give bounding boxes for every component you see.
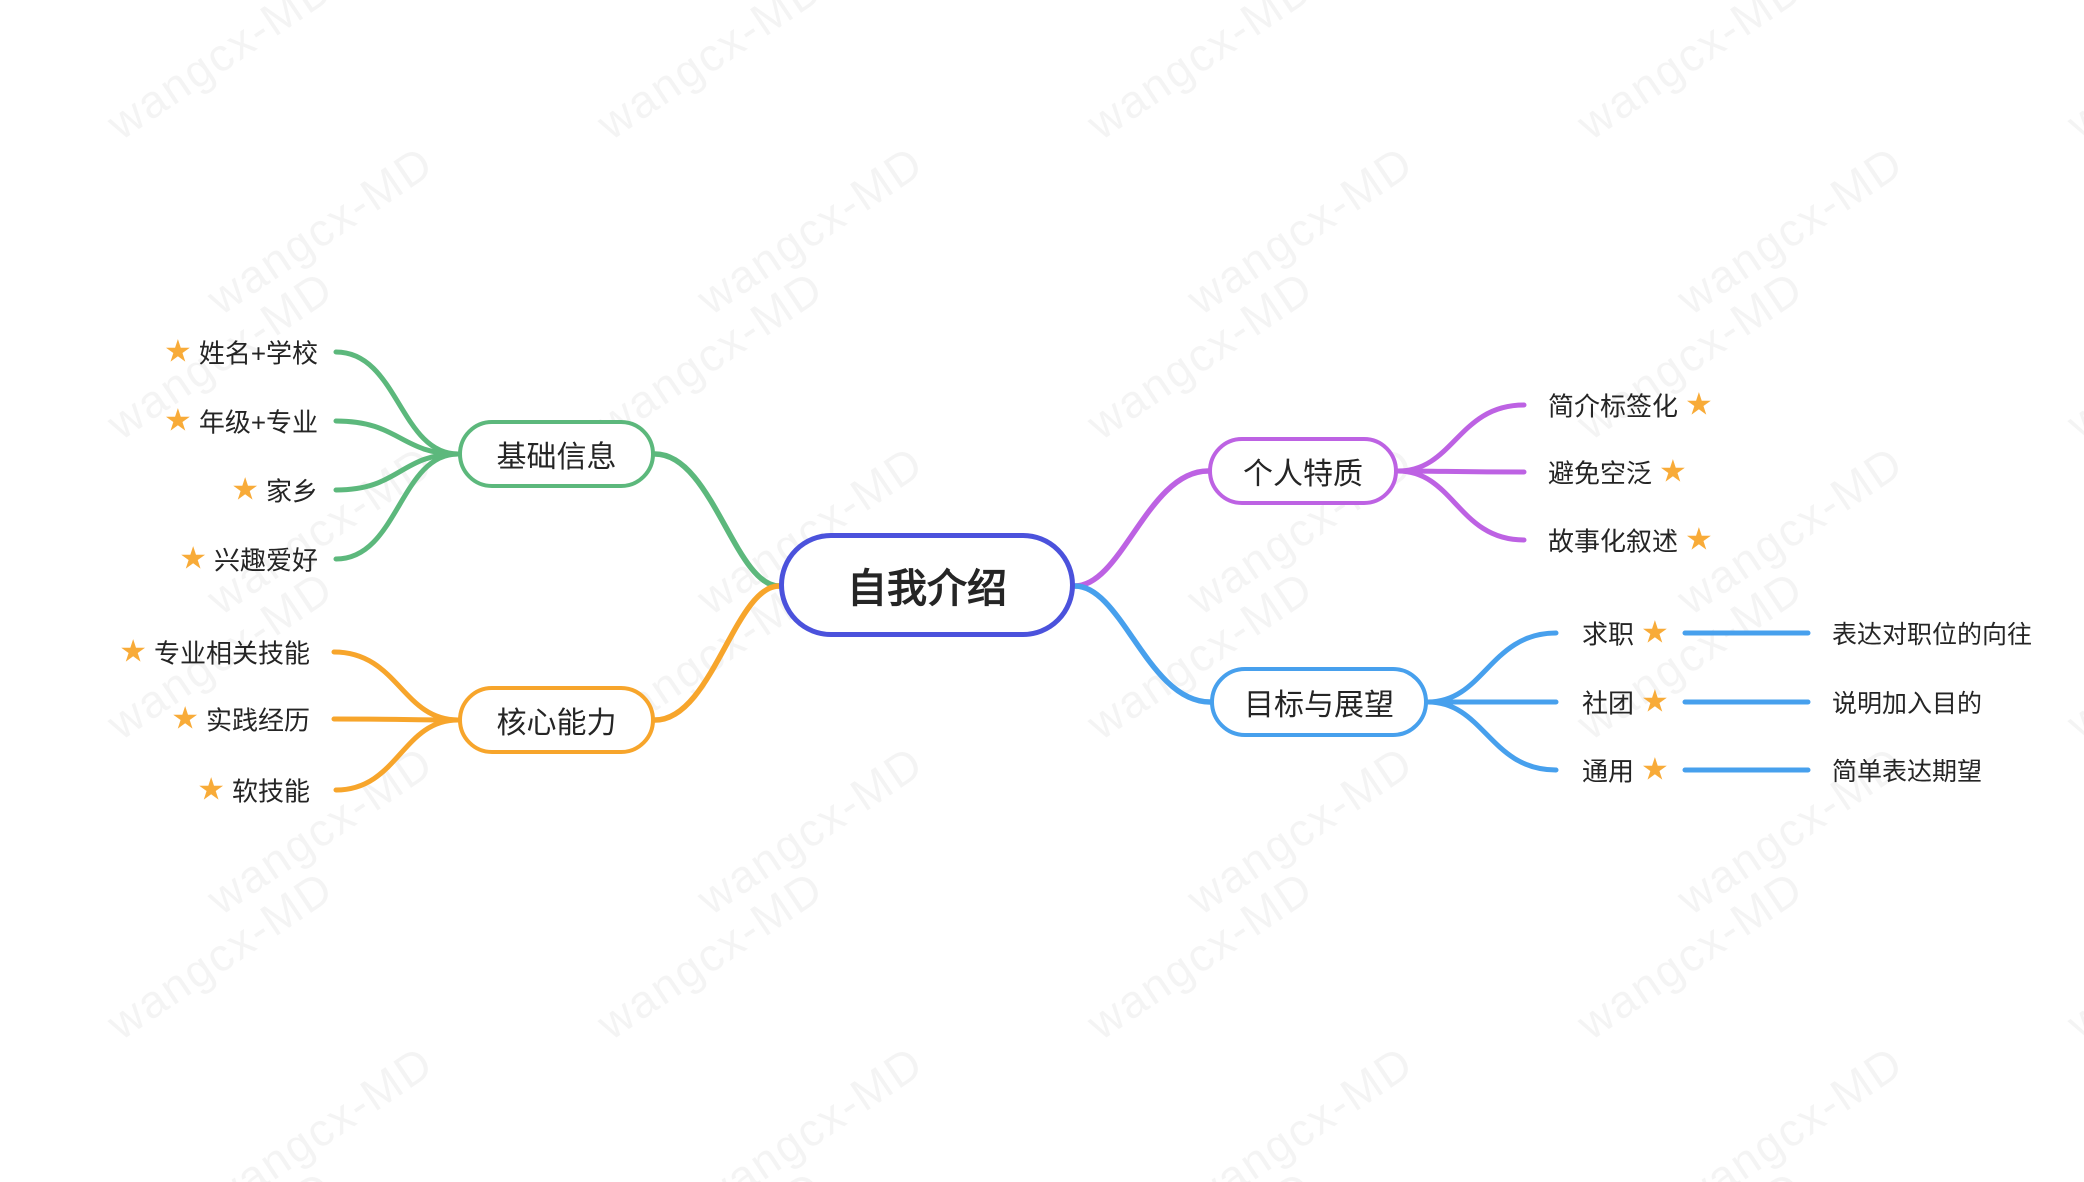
leaf-label: 社团 (1582, 688, 1635, 719)
branch-node-goals[interactable]: 目标与展望 (1210, 667, 1428, 737)
leaf-basic-info-2[interactable]: ★ 家乡 (60, 472, 318, 509)
edge-root-basic-info (652, 451, 782, 589)
star-icon: ★ (1641, 614, 1669, 651)
edge-root-personal-traits (1072, 468, 1211, 589)
leaf-label: 专业相关技能 (153, 638, 310, 669)
star-icon: ★ (164, 402, 192, 439)
leaf-label: 年级+专业 (198, 407, 318, 438)
leaf-label: 实践经历 (205, 705, 310, 736)
star-icon: ★ (164, 333, 192, 370)
edge-core-skills-leaf-2 (333, 717, 461, 793)
edge-goals-leaf-0 (1425, 630, 1559, 705)
edge-goals-leaf-2 (1425, 699, 1559, 773)
branch-node-basic-info[interactable]: 基础信息 (458, 420, 655, 488)
leaf-goals-2[interactable]: 通用 ★ (1582, 752, 1669, 789)
leaf-core-skills-2[interactable]: ★ 软技能 (40, 772, 310, 809)
leaf-label: 避免空泛 (1548, 458, 1653, 489)
leaf-personal-traits-2[interactable]: 故事化叙述 ★ (1548, 522, 1713, 559)
leaf-core-skills-0[interactable]: ★ 专业相关技能 (40, 634, 310, 671)
leaf-basic-info-3[interactable]: ★ 兴趣爱好 (60, 541, 318, 578)
leaf-basic-info-0[interactable]: ★ 姓名+学校 (60, 334, 318, 371)
leaf-label: 家乡 (265, 476, 318, 507)
leaf-label: 兴趣爱好 (213, 545, 318, 576)
edge-basic-info-leaf-1 (333, 418, 461, 457)
leaf-label: 简介标签化 (1548, 391, 1679, 422)
star-icon: ★ (119, 633, 147, 670)
edge-basic-info-leaf-0 (333, 349, 461, 457)
leaf-label: 姓名+学校 (198, 338, 318, 369)
edge-basic-info-leaf-3 (333, 451, 461, 562)
leaf-label: 求职 (1582, 619, 1635, 650)
star-icon: ★ (197, 771, 225, 808)
root-node[interactable]: 自我介绍 (779, 533, 1075, 637)
leaf-goals-1[interactable]: 社团 ★ (1582, 684, 1669, 721)
branch-node-personal-traits[interactable]: 个人特质 (1208, 437, 1398, 505)
edge-personal-traits-leaf-0 (1395, 402, 1527, 474)
leaf-core-skills-1[interactable]: ★ 实践经历 (40, 701, 310, 738)
subleaf-goals-2[interactable]: 简单表达期望 (1832, 758, 1983, 786)
star-icon: ★ (1685, 521, 1713, 558)
leaf-basic-info-1[interactable]: ★ 年级+专业 (60, 403, 318, 440)
edge-personal-traits-leaf-2 (1395, 468, 1527, 543)
leaf-label: 通用 (1582, 756, 1635, 787)
star-icon: ★ (1685, 386, 1713, 423)
star-icon: ★ (179, 540, 207, 577)
leaf-personal-traits-1[interactable]: 避免空泛 ★ (1548, 454, 1687, 491)
branch-node-core-skills[interactable]: 核心能力 (458, 686, 655, 754)
star-icon: ★ (1641, 683, 1669, 720)
leaf-personal-traits-0[interactable]: 简介标签化 ★ (1548, 387, 1713, 424)
edge-core-skills-leaf-1 (331, 716, 461, 723)
star-icon: ★ (1641, 751, 1669, 788)
leaf-label: 故事化叙述 (1548, 526, 1679, 557)
leaf-label: 软技能 (231, 776, 310, 807)
star-icon: ★ (231, 471, 259, 508)
edge-core-skills-leaf-0 (331, 649, 461, 723)
star-icon: ★ (171, 700, 199, 737)
star-icon: ★ (1659, 453, 1687, 490)
subleaf-goals-0[interactable]: 表达对职位的向往 (1832, 621, 2033, 649)
edge-root-core-skills (652, 583, 782, 723)
edge-root-goals (1072, 583, 1213, 705)
leaf-goals-0[interactable]: 求职 ★ (1582, 615, 1669, 652)
subleaf-goals-1[interactable]: 说明加入目的 (1832, 690, 1983, 718)
